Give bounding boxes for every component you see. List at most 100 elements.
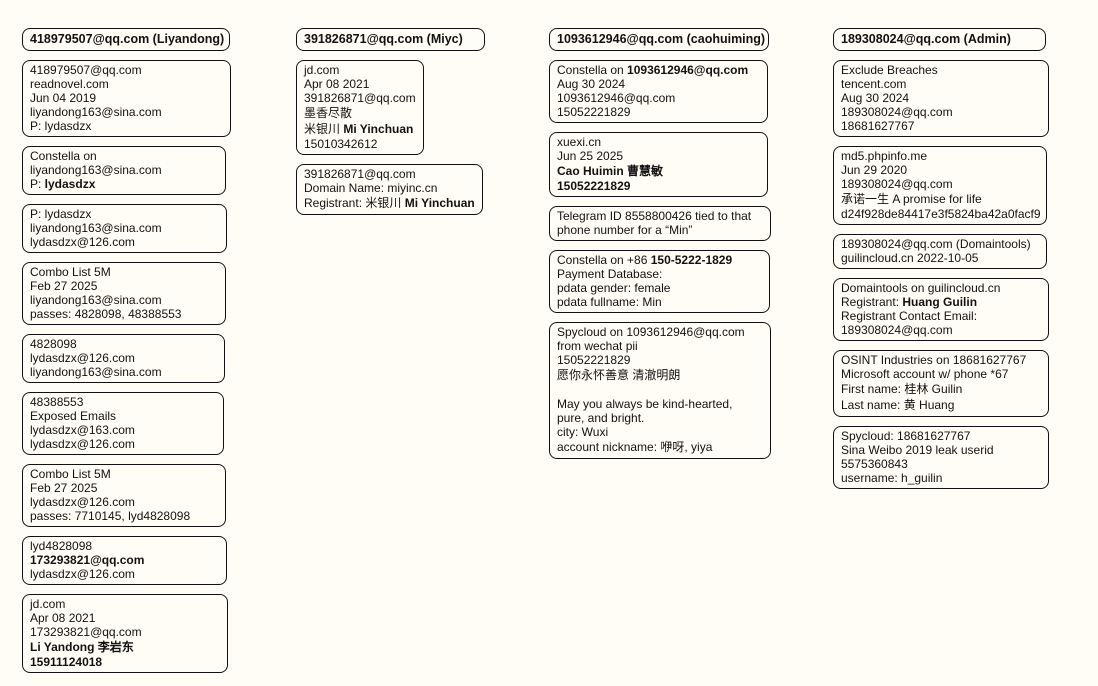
card-line: Aug 30 2024 — [557, 77, 760, 91]
card-line: lydasdzx@126.com — [30, 235, 219, 249]
line-highlight: 15052221829 — [557, 179, 631, 193]
card-line: liyandong163@sina.com — [30, 221, 219, 235]
line-text: 391826871@qq.com — [304, 167, 416, 181]
card-line: passes: 4828098, 48388553 — [30, 307, 218, 321]
line-text: Jun 25 2025 — [557, 149, 624, 163]
line-text: 391826871@qq.com — [304, 91, 416, 105]
line-text: 愿你永怀善意 清澈明朗 — [557, 368, 681, 382]
card-line — [557, 383, 763, 397]
line-text: lydasdzx@163.com — [30, 423, 135, 437]
card-line: 48388553 — [30, 395, 216, 409]
column-header-liyandong: 418979507@qq.com (Liyandong) — [22, 28, 230, 51]
line-text: 15052221829 — [557, 353, 631, 367]
line-text: lydasdzx@126.com — [30, 235, 135, 249]
card-line: First name: 桂林 Guilin — [841, 381, 1041, 397]
line-text: Apr 08 2021 — [30, 611, 96, 625]
line-highlight: Huang Guilin — [902, 295, 978, 309]
card-line: Registrant Contact Email: — [841, 309, 1041, 323]
card-line: Payment Database: — [557, 267, 762, 281]
line-text: Combo List 5M — [30, 467, 111, 481]
line-text: 189308024@qq.com — [841, 323, 953, 337]
line-highlight: 15911124018 — [30, 655, 103, 669]
card-line: 189308024@qq.com — [841, 323, 1041, 337]
card-line: Constella on 1093612946@qq.com — [557, 63, 760, 77]
line-text: pdata fullname: Min — [557, 295, 662, 309]
card-line: Feb 27 2025 — [30, 481, 218, 495]
line-text: Telegram ID 8558800426 tied to that — [557, 209, 752, 223]
column-admin: 189308024@qq.com (Admin)Exclude Breaches… — [833, 28, 1049, 498]
line-text: jd.com — [304, 63, 340, 77]
line-text: Aug 30 2024 — [841, 91, 910, 105]
card-line: Aug 30 2024 — [841, 91, 1041, 105]
line-highlight: 173293821@qq.com — [30, 553, 145, 567]
card-line: lydasdzx@126.com — [30, 437, 216, 451]
card-line: from wechat pii — [557, 339, 763, 353]
card-line: 1093612946@qq.com — [557, 91, 760, 105]
line-prefix: Constella on — [557, 63, 628, 77]
card-line: username: h_guilin — [841, 471, 1041, 485]
card-line: 5575360843 — [841, 457, 1041, 471]
line-highlight: Cao Huimin 曹慧敏 — [557, 164, 664, 178]
line-text: Constella on — [30, 149, 97, 163]
card-line: readnovel.com — [30, 77, 223, 91]
card-line: P: lydasdzx — [30, 207, 219, 221]
line-text: liyandong163@sina.com — [30, 365, 162, 379]
line-text: OSINT Industries on 18681627767 — [841, 353, 1027, 367]
card-line: Registrant: 米银川 Mi Yinchuan — [304, 195, 475, 211]
card-line: 15052221829 — [557, 353, 763, 367]
card-line: Jun 04 2019 — [30, 91, 223, 105]
line-text: 189308024@qq.com (Domaintools) — [841, 237, 1031, 251]
line-text: liyandong163@sina.com — [30, 105, 162, 119]
card-line: phone number for a “Min” — [557, 223, 763, 237]
card-line: d24f928de84417e3f5824ba42a0facf9 — [841, 207, 1041, 221]
line-text: 173293821@qq.com — [30, 625, 142, 639]
line-prefix: Registrant: — [841, 295, 903, 309]
line-text: 15052221829 — [557, 105, 631, 119]
column-header-caohuiming: 1093612946@qq.com (caohuiming) — [549, 28, 769, 51]
line-highlight: Mi Yinchuan — [404, 196, 475, 210]
card-line: pure, and bright. — [557, 411, 763, 425]
card-line: md5.phpinfo.me — [841, 149, 1039, 163]
line-highlight: Mi Yinchuan — [343, 122, 414, 136]
card-line: pdata fullname: Min — [557, 295, 762, 309]
line-text: lydasdzx@126.com — [30, 437, 135, 451]
line-text: city: Wuxi — [557, 425, 609, 439]
line-text: P: lydasdzx — [30, 119, 92, 133]
card-line: tencent.com — [841, 77, 1041, 91]
line-text: Feb 27 2025 — [30, 481, 98, 495]
card-line: liyandong163@sina.com — [30, 293, 218, 307]
card-line: 15052221829 — [557, 105, 760, 119]
line-text: Spycloud on 1093612946@qq.com — [557, 325, 745, 339]
line-text: Payment Database: — [557, 267, 663, 281]
column-caohuiming: 1093612946@qq.com (caohuiming) Constella … — [549, 28, 771, 468]
card-line: P: lydasdzx — [30, 177, 218, 191]
line-text: Exclude Breaches — [841, 63, 938, 77]
card-line: xuexi.cn — [557, 135, 760, 149]
card-line: Exposed Emails — [30, 409, 216, 423]
card-line: Apr 08 2021 — [304, 77, 416, 91]
line-text: from wechat pii — [557, 339, 638, 353]
card-line: passes: 7710145, lyd4828098 — [30, 509, 218, 523]
line-text: xuexi.cn — [557, 135, 602, 149]
card-line: Microsoft account w/ phone *67 — [841, 367, 1041, 381]
line-text: 18681627767 — [841, 119, 915, 133]
card-line: Constella on — [30, 149, 218, 163]
card-line: 墨香尽散 — [304, 105, 416, 121]
line-text: guilincloud.cn 2022-10-05 — [841, 251, 979, 265]
card-line: jd.com — [30, 597, 220, 611]
line-text: 1093612946@qq.com — [557, 91, 676, 105]
line-text: passes: 4828098, 48388553 — [30, 307, 182, 321]
card-line: 173293821@qq.com — [30, 625, 220, 639]
card-line: lyd4828098 — [30, 539, 219, 553]
card-line: 189308024@qq.com (Domaintools) — [841, 237, 1039, 251]
